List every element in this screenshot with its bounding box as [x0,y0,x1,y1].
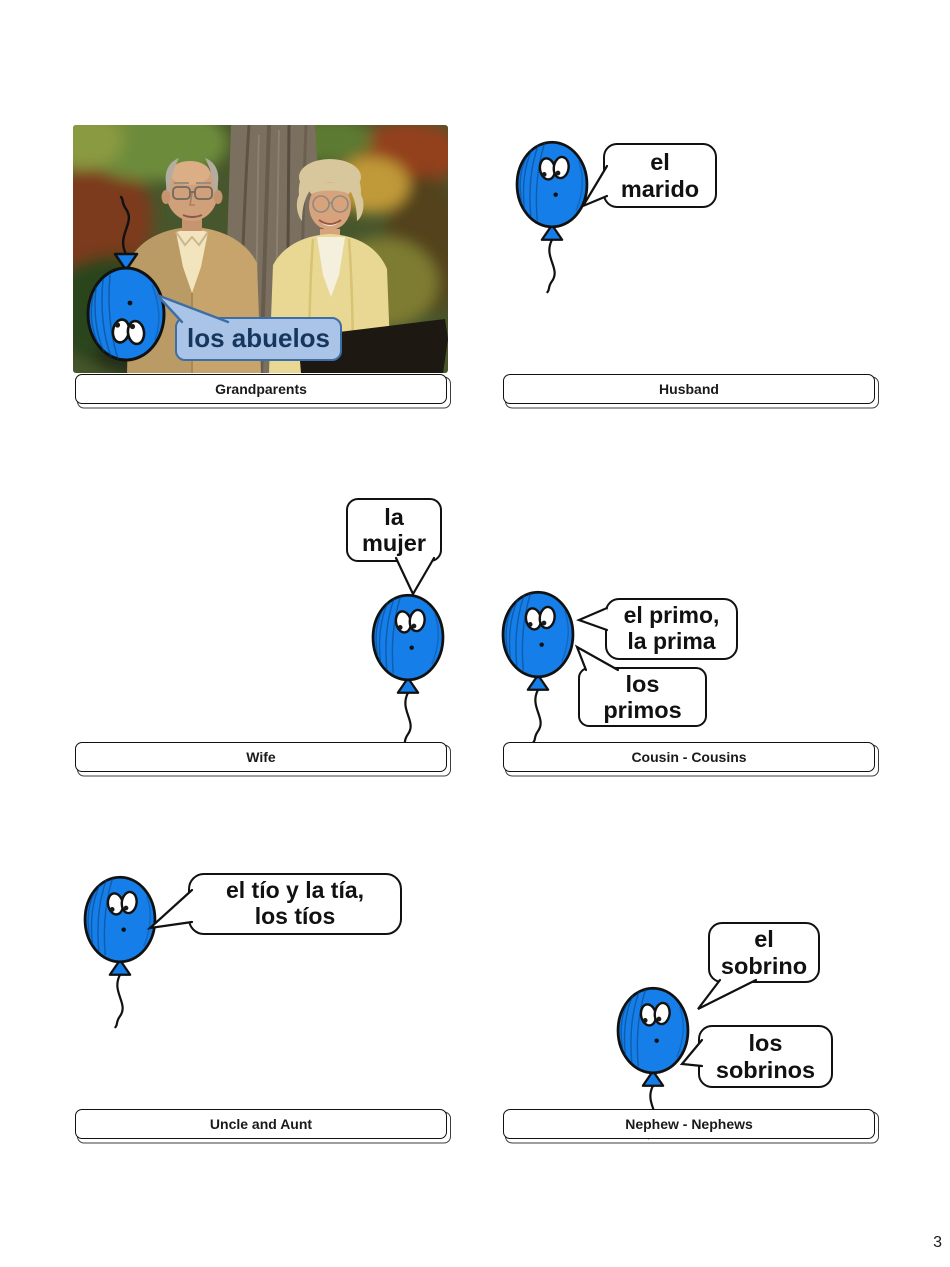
caption-cousins: Cousin - Cousins [503,742,875,772]
caption-uncle-aunt: Uncle and Aunt [75,1109,447,1139]
speech-bubble: el sobrino [708,922,820,983]
speech-bubble: los sobrinos [698,1025,833,1088]
speech-bubble: la mujer [346,498,442,562]
caption-nephews: Nephew - Nephews [503,1109,875,1139]
speech-bubble-tail [146,888,194,930]
page-number: 3 [933,1234,942,1251]
speech-bubble-tail [156,293,230,324]
speech-bubble-tail [574,644,620,672]
speech-bubble: los abuelos [175,317,342,361]
speech-bubble-tail [394,556,436,597]
speech-bubble: el primo, la prima [605,598,738,660]
speech-bubble-tail [697,978,758,1010]
speech-bubble-tail [679,1038,704,1068]
speech-bubble: los primos [578,667,707,727]
speech-bubble-tail [580,164,609,209]
speech-bubble: el tío y la tía, los tíos [188,873,402,935]
speech-bubble-tail [575,606,609,632]
caption-grandparents: Grandparents [75,374,447,404]
spanish-term: los abuelos [186,323,331,354]
caption-husband: Husband [503,374,875,404]
caption-wife: Wife [75,742,447,772]
speech-bubble: el marido [603,143,717,208]
